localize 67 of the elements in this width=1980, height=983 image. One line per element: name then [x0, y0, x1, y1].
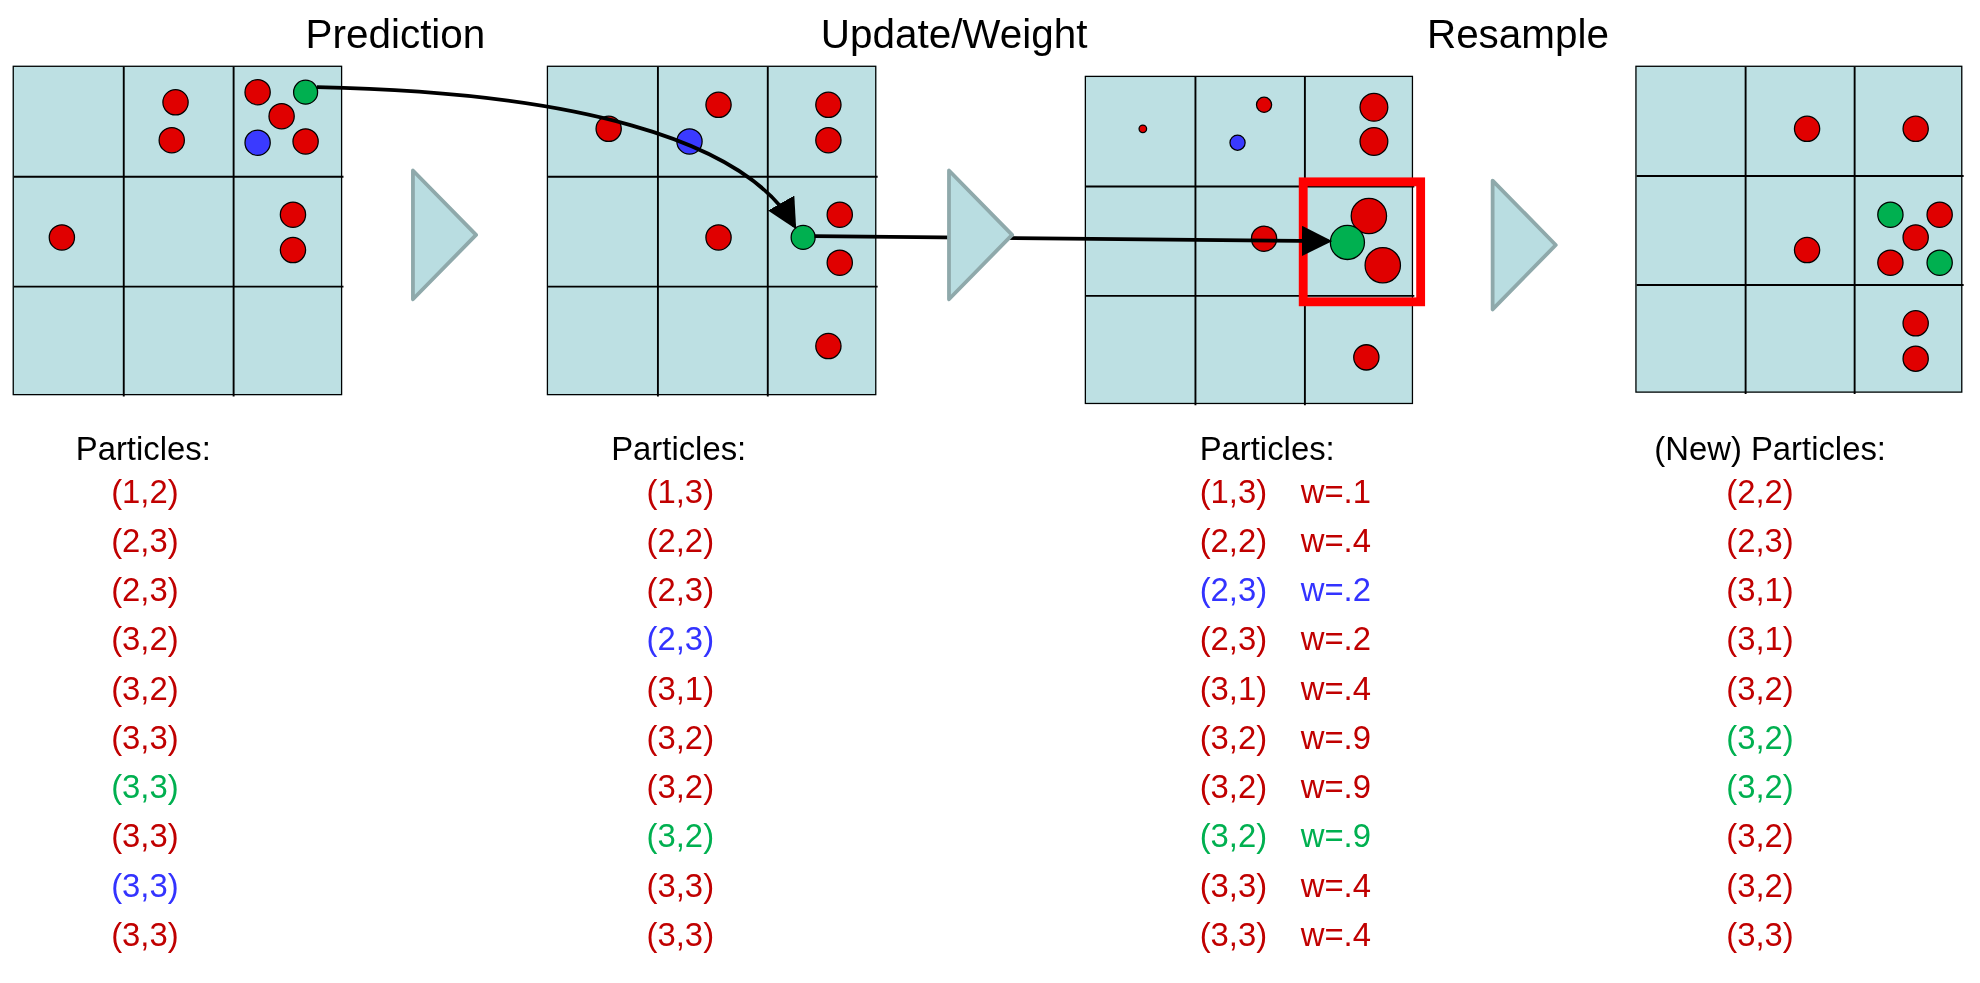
particle-coordinate: (3,2) [1726, 718, 1794, 757]
particle-coordinate: (3,3) [111, 817, 179, 855]
particle-coordinate: (2,2) [1199, 521, 1268, 560]
particle-coordinate: (2,3) [1199, 620, 1268, 658]
particle-coordinate: (3,2) [646, 817, 715, 855]
particle-coordinate: (3,2) [646, 718, 715, 757]
weight-value: w=.9 [1300, 817, 1371, 855]
weight-value: w=.4 [1300, 915, 1371, 954]
particle-coordinate: (1,2) [111, 472, 179, 511]
particle-coordinate: (3,2) [1726, 817, 1794, 855]
particle-coordinate: (3,1) [1726, 570, 1794, 609]
step-title: Update/Weight [820, 10, 1088, 59]
particle-coordinate: (3,3) [111, 718, 179, 757]
particle-coordinate: (2,3) [1726, 521, 1794, 560]
grid-map [12, 65, 343, 396]
particle-dot [1329, 224, 1366, 261]
particle-coordinate: (2,2) [1726, 472, 1794, 511]
particle-coordinate: (3,1) [1199, 669, 1268, 708]
particle-coordinate: (2,2) [646, 521, 715, 560]
weight-value: w=.9 [1300, 718, 1371, 757]
particle-coordinate: (3,2) [1726, 767, 1794, 806]
particle-coordinate: (3,2) [1726, 866, 1794, 905]
particle-coordinate: (2,3) [646, 620, 715, 658]
particle-coordinate: (3,2) [1199, 718, 1268, 757]
particle-coordinate: (1,3) [646, 472, 715, 511]
list-heading: Particles: [75, 429, 211, 468]
particle-coordinate: (3,3) [111, 915, 179, 954]
step-title: Resample [1426, 10, 1609, 59]
particle-coordinate: (3,3) [1726, 915, 1794, 954]
particle-coordinate: (3,3) [1199, 866, 1268, 905]
weight-value: w=.4 [1300, 866, 1371, 905]
step-chevron [947, 168, 1015, 302]
weight-value: w=.4 [1300, 521, 1371, 560]
particle-coordinate: (1,3) [1199, 472, 1268, 511]
particle-coordinate: (3,3) [111, 767, 179, 806]
grid-map [1635, 65, 1963, 393]
particle-coordinate: (3,2) [111, 669, 179, 708]
particle-coordinate: (3,2) [1726, 669, 1794, 708]
grid-map [546, 65, 877, 396]
step-chevron [411, 168, 478, 302]
list-heading: (New) Particles: [1654, 429, 1886, 468]
particle-coordinate: (2,3) [111, 521, 179, 560]
weight-value: w=.2 [1300, 620, 1371, 658]
list-heading: Particles: [611, 429, 747, 468]
arrow [814, 225, 1333, 257]
list-heading: Particles: [1199, 429, 1335, 468]
particle-coordinate: (3,2) [111, 620, 179, 658]
particle-coordinate: (3,3) [1199, 915, 1268, 954]
particle-coordinate: (3,3) [646, 866, 715, 905]
step-chevron [1490, 178, 1558, 312]
particle-coordinate: (2,3) [111, 570, 179, 609]
particle-coordinate: (3,1) [646, 669, 715, 708]
particle-coordinate: (3,3) [111, 866, 179, 905]
particle-coordinate: (2,3) [1199, 570, 1268, 609]
particle-dot [790, 224, 816, 251]
particle-coordinate: (3,2) [1199, 767, 1268, 806]
particle-dot [292, 79, 319, 105]
weight-value: w=.4 [1300, 669, 1371, 708]
weight-value: w=.2 [1300, 570, 1371, 609]
particle-coordinate: (3,2) [646, 767, 715, 806]
particle-coordinate: (2,3) [646, 570, 715, 609]
particle-coordinate: (3,3) [646, 915, 715, 954]
particle-coordinate: (3,2) [1199, 817, 1268, 855]
weight-value: w=.9 [1300, 767, 1371, 806]
weight-value: w=.1 [1300, 472, 1371, 511]
step-title: Prediction [305, 10, 486, 59]
particle-coordinate: (3,1) [1726, 620, 1794, 658]
